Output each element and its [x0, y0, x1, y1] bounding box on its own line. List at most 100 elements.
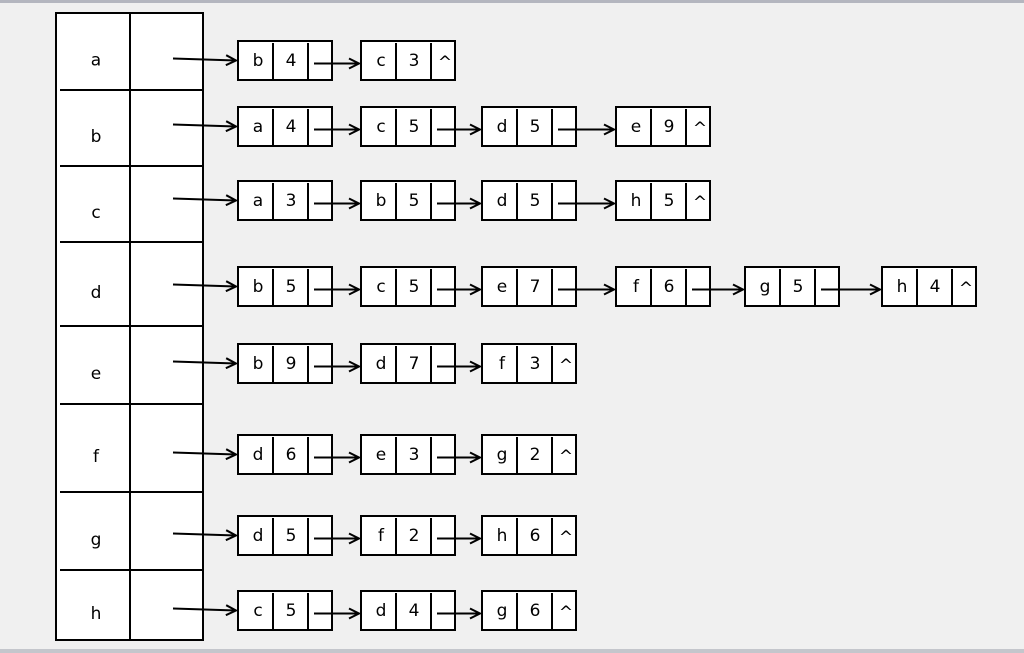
edge-node-box [881, 266, 977, 307]
edge-node-box [360, 434, 456, 475]
adjacent-vertex-label: b [253, 354, 264, 374]
edge-node: g 6 ^ [481, 590, 577, 631]
adjacent-vertex-label: c [253, 601, 262, 621]
adjacent-vertex-label: e [631, 117, 641, 137]
vertex-label: e [91, 364, 101, 384]
adjacent-vertex-label: d [376, 601, 387, 621]
adjacent-vertex-label: f [499, 354, 506, 374]
head-pointer-arrow [172, 125, 236, 127]
vertex-label: h [91, 604, 102, 624]
edge-weight-label: 6 [530, 601, 541, 621]
edge-node-box [615, 180, 711, 221]
head-pointer-arrow [172, 534, 236, 536]
edge-node-box [360, 515, 456, 556]
edge-weight-label: 5 [286, 601, 297, 621]
edge-node-box [237, 590, 333, 631]
adjacent-vertex-label: h [631, 191, 642, 211]
adjacent-vertex-label: g [497, 601, 508, 621]
edge-weight-label: 7 [530, 277, 541, 297]
null-pointer-symbol: ^ [559, 356, 573, 376]
edge-weight-label: 4 [286, 51, 297, 71]
null-pointer-symbol: ^ [959, 279, 973, 299]
edge-node-box [237, 343, 333, 384]
edge-node-box [481, 515, 577, 556]
edge-node-box [360, 180, 456, 221]
head-pointer-arrow [172, 453, 236, 455]
adjacent-vertex-label: c [376, 117, 385, 137]
edge-weight-label: 6 [664, 277, 675, 297]
edge-node-box [360, 343, 456, 384]
adjacent-vertex-label: b [253, 277, 264, 297]
null-pointer-symbol: ^ [438, 53, 452, 73]
adjacent-vertex-label: h [497, 526, 508, 546]
null-pointer-symbol: ^ [559, 603, 573, 623]
bottom-border [0, 649, 1024, 653]
edge-weight-label: 5 [286, 277, 297, 297]
vertex-label: d [91, 283, 102, 303]
edge-node-box [481, 266, 577, 307]
vertex-label: g [91, 530, 102, 550]
edge-weight-label: 5 [793, 277, 804, 297]
head-pointer-arrow [172, 199, 236, 201]
adjacent-vertex-label: b [376, 191, 387, 211]
adjacent-vertex-label: d [253, 445, 264, 465]
edge-weight-label: 5 [286, 526, 297, 546]
edge-node-box [744, 266, 840, 307]
adjacent-vertex-label: d [497, 117, 508, 137]
adjacent-vertex-label: d [497, 191, 508, 211]
head-pointer-arrow [172, 609, 236, 611]
edge-weight-label: 2 [530, 445, 541, 465]
vertex-label: f [93, 447, 100, 467]
adjacent-vertex-label: f [633, 277, 640, 297]
edge-node-box [237, 515, 333, 556]
edge-node-box [481, 590, 577, 631]
adjacent-vertex-label: c [376, 51, 385, 71]
adjacent-vertex-label: b [253, 51, 264, 71]
head-pointer-arrow [172, 59, 236, 61]
edge-weight-label: 5 [409, 191, 420, 211]
edge-weight-label: 5 [409, 117, 420, 137]
edge-weight-label: 5 [530, 191, 541, 211]
adjacent-vertex-label: f [378, 526, 385, 546]
adjacent-vertex-label: a [253, 117, 263, 137]
edge-node-box [481, 180, 577, 221]
edge-node-box [237, 180, 333, 221]
head-pointer-arrow [172, 362, 236, 364]
edge-weight-label: 6 [286, 445, 297, 465]
vertex-label: a [91, 51, 101, 71]
adjacent-vertex-label: a [253, 191, 263, 211]
edge-weight-label: 5 [664, 191, 675, 211]
edge-node-box [481, 434, 577, 475]
edge-node-box [360, 40, 456, 81]
adjacent-vertex-label: g [760, 277, 771, 297]
adjacent-vertex-label: c [376, 277, 385, 297]
head-pointer-arrow [172, 285, 236, 287]
edge-weight-label: 5 [530, 117, 541, 137]
edge-node-box [360, 266, 456, 307]
